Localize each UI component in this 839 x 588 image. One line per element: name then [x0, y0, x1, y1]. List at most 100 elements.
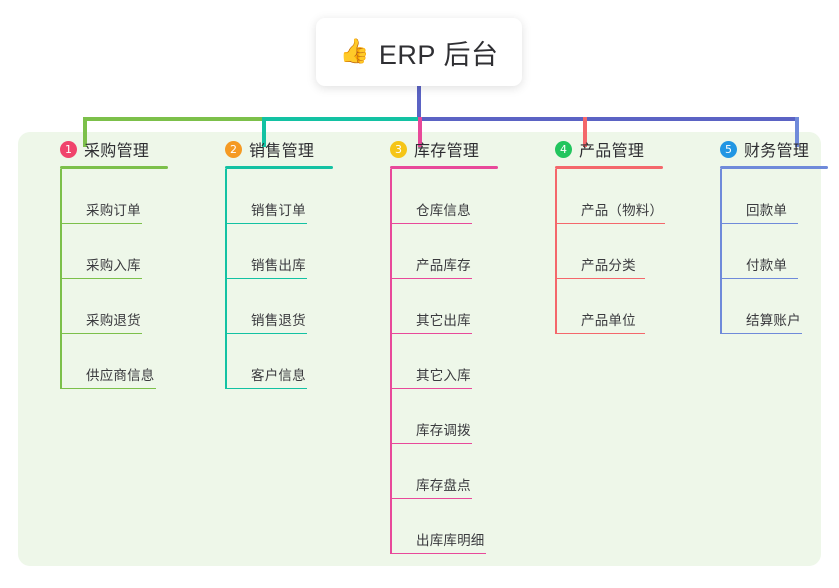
leaf-item-label: 库存调拨	[416, 423, 471, 438]
column-1: 1 采购管理采购订单采购入库采购退货供应商信息	[38, 132, 168, 389]
column-spine-1	[60, 169, 62, 389]
column-items-5: 回款单付款单结算账户	[720, 169, 828, 334]
column-4: 4 产品管理产品（物料） 产品分类产品单位	[533, 132, 665, 334]
column-header-rule-5	[720, 166, 828, 169]
leaf-item-label: 采购入库	[86, 258, 141, 273]
leaf-item[interactable]: 产品单位	[555, 279, 663, 334]
column-header-3[interactable]: 3 库存管理	[368, 132, 498, 166]
leaf-item[interactable]: 仓库信息	[390, 169, 498, 224]
leaf-item[interactable]: 回款单	[720, 169, 828, 224]
leaf-item-label: 结算账户	[746, 313, 801, 328]
root-node-card[interactable]: 👍 ERP 后台	[316, 18, 522, 86]
leaf-item[interactable]: 付款单	[720, 224, 828, 279]
leaf-item-rule	[60, 277, 142, 279]
leaf-item[interactable]: 其它出库	[390, 279, 498, 334]
leaf-item-label: 其它出库	[416, 313, 471, 328]
column-title-5: 财务管理	[744, 143, 810, 160]
leaf-item-rule	[720, 332, 802, 334]
leaf-item-rule	[720, 222, 798, 224]
leaf-item-rule	[555, 277, 645, 279]
leaf-item-label: 仓库信息	[416, 203, 471, 218]
leaf-item-label: 付款单	[746, 258, 788, 273]
leaf-item-rule	[555, 332, 645, 334]
leaf-item[interactable]: 供应商信息	[60, 334, 168, 389]
column-header-1[interactable]: 1 采购管理	[38, 132, 168, 166]
column-title-4: 产品管理	[579, 143, 645, 160]
leaf-item-label: 销售退货	[251, 313, 306, 328]
column-items-3: 仓库信息产品库存其它出库其它入库库存调拨库存盘点出库库明细	[390, 169, 498, 554]
leaf-item[interactable]: 库存调拨	[390, 389, 498, 444]
leaf-item-rule	[390, 552, 486, 554]
leaf-item[interactable]: 结算账户	[720, 279, 828, 334]
column-header-rule-2	[225, 166, 333, 169]
thumbs-up-icon: 👍	[339, 38, 370, 65]
leaf-item-rule	[225, 332, 307, 334]
leaf-item-label: 采购退货	[86, 313, 141, 328]
leaf-item[interactable]: 库存盘点	[390, 444, 498, 499]
leaf-item[interactable]: 销售出库	[225, 224, 333, 279]
leaf-item[interactable]: 其它入库	[390, 334, 498, 389]
root-node-title-wrap: 👍 ERP 后台	[340, 33, 499, 72]
leaf-item-label: 客户信息	[251, 368, 306, 383]
leaf-item[interactable]: 产品（物料）	[555, 169, 665, 224]
column-title-2: 销售管理	[249, 143, 315, 160]
column-header-rule-1	[60, 166, 168, 169]
column-badge-3: 3	[390, 140, 407, 158]
leaf-item[interactable]: 产品分类	[555, 224, 663, 279]
leaf-item-label: 销售出库	[251, 258, 306, 273]
leaf-item-rule	[225, 387, 307, 389]
leaf-item-rule	[390, 332, 472, 334]
leaf-item[interactable]: 采购订单	[60, 169, 168, 224]
column-header-rule-3	[390, 166, 498, 169]
leaf-item-rule	[225, 277, 307, 279]
column-title-3: 库存管理	[414, 143, 480, 160]
column-3: 3 库存管理仓库信息产品库存其它出库其它入库库存调拨库存盘点出库库明细	[368, 132, 498, 554]
column-spine-5	[720, 169, 722, 334]
leaf-item-label: 其它入库	[416, 368, 471, 383]
column-badge-5: 5	[720, 140, 737, 158]
leaf-item-rule	[720, 277, 798, 279]
leaf-item-label: 产品单位	[581, 313, 636, 328]
leaf-item[interactable]: 销售退货	[225, 279, 333, 334]
leaf-item-rule	[60, 222, 142, 224]
column-items-2: 销售订单销售出库销售退货客户信息	[225, 169, 333, 389]
leaf-item[interactable]: 客户信息	[225, 334, 333, 389]
leaf-item-rule	[60, 332, 142, 334]
column-header-5[interactable]: 5 财务管理	[698, 132, 828, 166]
leaf-item-label: 回款单	[746, 203, 788, 218]
leaf-item-label: 出库库明细	[416, 533, 485, 548]
column-badge-4: 4	[555, 140, 572, 158]
leaf-item-rule	[390, 497, 472, 499]
column-title-1: 采购管理	[84, 143, 150, 160]
leaf-item-rule	[60, 387, 156, 389]
leaf-item-rule	[225, 222, 307, 224]
leaf-item-rule	[390, 442, 472, 444]
leaf-item[interactable]: 采购退货	[60, 279, 168, 334]
leaf-item-rule	[390, 222, 472, 224]
leaf-item[interactable]: 出库库明细	[390, 499, 498, 554]
column-badge-1: 1	[60, 140, 77, 158]
leaf-item-rule	[390, 277, 472, 279]
column-spine-3	[390, 169, 392, 554]
column-spine-2	[225, 169, 227, 389]
root-node-label: ERP 后台	[378, 39, 499, 70]
leaf-item-label: 产品库存	[416, 258, 471, 273]
leaf-item-label: 库存盘点	[416, 478, 471, 493]
leaf-item-label: 产品（物料）	[581, 203, 664, 218]
leaf-item[interactable]: 采购入库	[60, 224, 168, 279]
leaf-item-label: 采购订单	[86, 203, 141, 218]
leaf-item-label: 产品分类	[581, 258, 636, 273]
diagram-background-panel	[18, 132, 821, 566]
leaf-item[interactable]: 销售订单	[225, 169, 333, 224]
column-header-4[interactable]: 4 产品管理	[533, 132, 663, 166]
leaf-item[interactable]: 产品库存	[390, 224, 498, 279]
leaf-item-rule	[555, 222, 665, 224]
column-5: 5 财务管理回款单付款单结算账户	[698, 132, 828, 334]
column-spine-4	[555, 169, 557, 334]
column-items-1: 采购订单采购入库采购退货供应商信息	[60, 169, 168, 389]
leaf-item-label: 供应商信息	[86, 368, 155, 383]
leaf-item-label: 销售订单	[251, 203, 306, 218]
